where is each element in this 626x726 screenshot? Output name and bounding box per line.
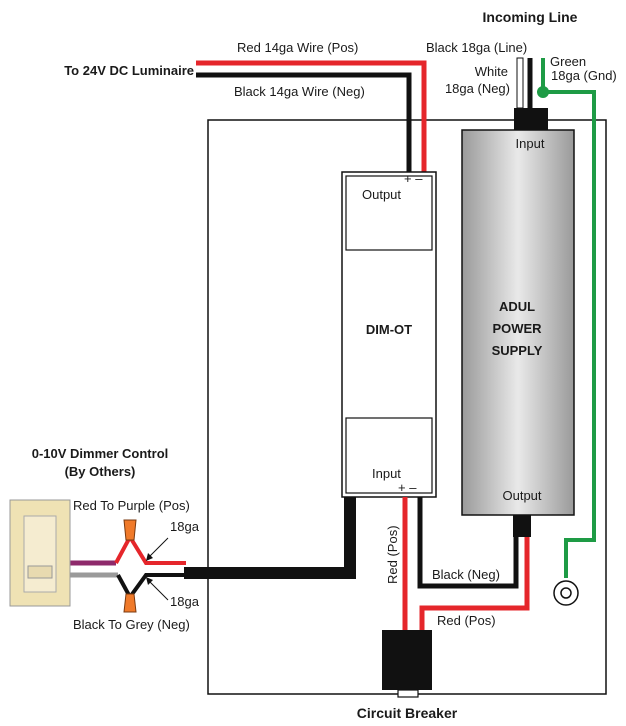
arrowhead-bottom	[146, 577, 153, 585]
black-psu-to-dimot	[417, 497, 519, 589]
dimot-output-block	[345, 175, 433, 251]
psu-name-line1: ADUL	[499, 299, 535, 314]
circuit-breaker	[382, 630, 432, 690]
arrow-18ga-top	[149, 537, 169, 557]
red-14ga-wire	[196, 60, 427, 172]
red-pos-label: Red (Pos)	[437, 613, 496, 628]
black-line-label: Black 18ga (Line)	[426, 40, 527, 55]
psu-input-connector	[514, 108, 548, 130]
wire-nut-top	[123, 519, 137, 541]
incoming-white-wire	[516, 57, 524, 109]
to-luminaire-label: To 24V DC Luminaire	[64, 63, 194, 78]
dimmer-slider-frame	[23, 515, 57, 593]
dimot-input-cable	[344, 497, 356, 579]
circuit-breaker-label: Circuit Breaker	[357, 705, 458, 721]
red-14ga-label: Red 14ga Wire (Pos)	[237, 40, 358, 55]
dimmer-title-line2: (By Others)	[65, 464, 136, 479]
green-label-line2: 18ga (Gnd)	[551, 68, 617, 83]
ground-junction-dot	[537, 86, 549, 98]
black-to-grey-label: Black To Grey (Neg)	[73, 617, 190, 632]
psu-name-line2: POWER	[492, 321, 542, 336]
dimmer-cable	[184, 567, 354, 579]
psu-name-line3: SUPPLY	[492, 343, 543, 358]
arrow-18ga-bottom	[149, 581, 169, 601]
dimot-output-label: Output	[362, 187, 401, 202]
dimmer-slider	[27, 565, 53, 579]
white-label-line1: White	[475, 64, 508, 79]
black-14ga-label: Black 14ga Wire (Neg)	[234, 84, 365, 99]
gauge-bottom-label: 18ga	[170, 594, 200, 609]
gauge-top-label: 18ga	[170, 519, 200, 534]
dimot-input-block	[345, 417, 433, 494]
dimot-input-label: Input	[372, 466, 401, 481]
wire-nut-bottom	[123, 593, 137, 613]
red-to-purple-label: Red To Purple (Pos)	[73, 498, 190, 513]
black-neg-label: Black (Neg)	[432, 567, 500, 582]
dimot-output-plus-minus: + –	[404, 171, 423, 186]
green-label-line1: Green	[550, 54, 586, 69]
dimmer-title-line1: 0-10V Dimmer Control	[32, 446, 169, 461]
white-label-line2: 18ga (Neg)	[445, 81, 510, 96]
red-psu-to-breaker	[419, 537, 530, 630]
dimot-name: DIM-OT	[366, 322, 412, 337]
red-dimmer-wire	[114, 532, 186, 565]
dimot-input-plus-minus: + –	[398, 480, 417, 495]
psu-input-label: Input	[516, 136, 545, 151]
circuit-breaker-switch	[397, 689, 419, 698]
psu-output-connector	[513, 515, 531, 537]
black-dimmer-wire	[116, 573, 186, 601]
black-14ga-wire	[196, 72, 412, 172]
incoming-line-label: Incoming Line	[483, 9, 578, 25]
arrowhead-top	[146, 553, 153, 561]
ground-lug-inner	[560, 587, 572, 599]
psu-output-label: Output	[502, 488, 541, 503]
red-pos-vertical-label: Red (Pos)	[385, 525, 400, 584]
